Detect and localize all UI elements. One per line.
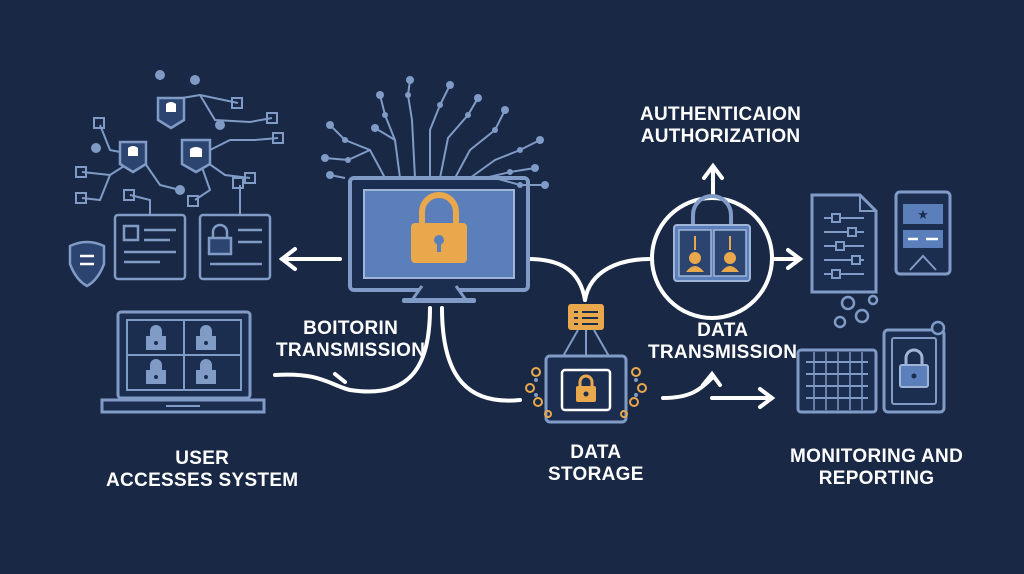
left-transmission-label-line2: TRANSMISSION: [276, 340, 426, 361]
settings-panel-icon: ★: [894, 190, 952, 276]
arrowhead-left: [278, 247, 297, 271]
lock-icon: [411, 192, 467, 263]
transmission-notch: [701, 370, 722, 387]
arrowhead-up: [702, 162, 724, 180]
data-storage-label-line2: STORAGE: [548, 464, 644, 485]
user-access-label-line2: ACCESSES SYSTEM: [106, 470, 299, 491]
authentication-label-line2: AUTHORIZATION: [640, 126, 801, 147]
arrowhead-right-docs: [786, 248, 804, 270]
data-storage-label: DATA STORAGE: [548, 442, 644, 486]
server-rack-icon: [796, 348, 878, 414]
shield-icon: [68, 240, 106, 288]
gear-cluster-icon: [833, 294, 879, 329]
data-transmission-label-line2: TRANSMISSION: [648, 342, 798, 363]
monitoring-label-line1: MONITORING AND: [790, 446, 964, 467]
data-storage-icon: [525, 304, 647, 424]
safe-lock-icon: [882, 320, 946, 414]
cable-left-notch: [333, 372, 347, 384]
cable-center: [440, 306, 522, 403]
secure-node-icon: [118, 96, 212, 174]
monitoring-label: MONITORING AND REPORTING: [790, 446, 963, 490]
arrowhead-right-monitoring: [758, 387, 776, 409]
left-transmission-label-line1: BOITORIN: [303, 318, 399, 339]
network-nodes-icon: [75, 70, 284, 215]
laptop-icon: [100, 310, 266, 414]
data-transmission-label-line1: DATA: [697, 320, 749, 341]
network-tree-icon: [321, 76, 549, 189]
id-card-icon: [113, 213, 272, 281]
data-transmission-label: DATA TRANSMISSION: [648, 320, 797, 364]
user-access-label: USER ACCESSES SYSTEM: [106, 448, 298, 492]
authentication-label: AUTHENTICAION AUTHORIZATION: [640, 104, 801, 148]
svg-text:★: ★: [917, 208, 929, 223]
central-monitor: [348, 176, 530, 303]
gear-icon: [525, 367, 647, 418]
flow-lines: [273, 162, 804, 409]
document-icon: [810, 193, 878, 294]
authentication-label-line1: AUTHENTICAION: [640, 104, 802, 125]
left-transmission-label: BOITORIN TRANSMISSION: [276, 318, 425, 362]
user-access-label-line1: USER: [175, 448, 230, 469]
transmission-curve: [661, 376, 714, 400]
authorization-lock-icon: [650, 194, 774, 320]
cable-to-auth: [583, 257, 652, 302]
cable-to-storage: [526, 257, 587, 302]
cable-left: [273, 306, 432, 394]
data-storage-label-line1: DATA: [570, 442, 622, 463]
monitoring-label-line2: REPORTING: [818, 468, 935, 489]
